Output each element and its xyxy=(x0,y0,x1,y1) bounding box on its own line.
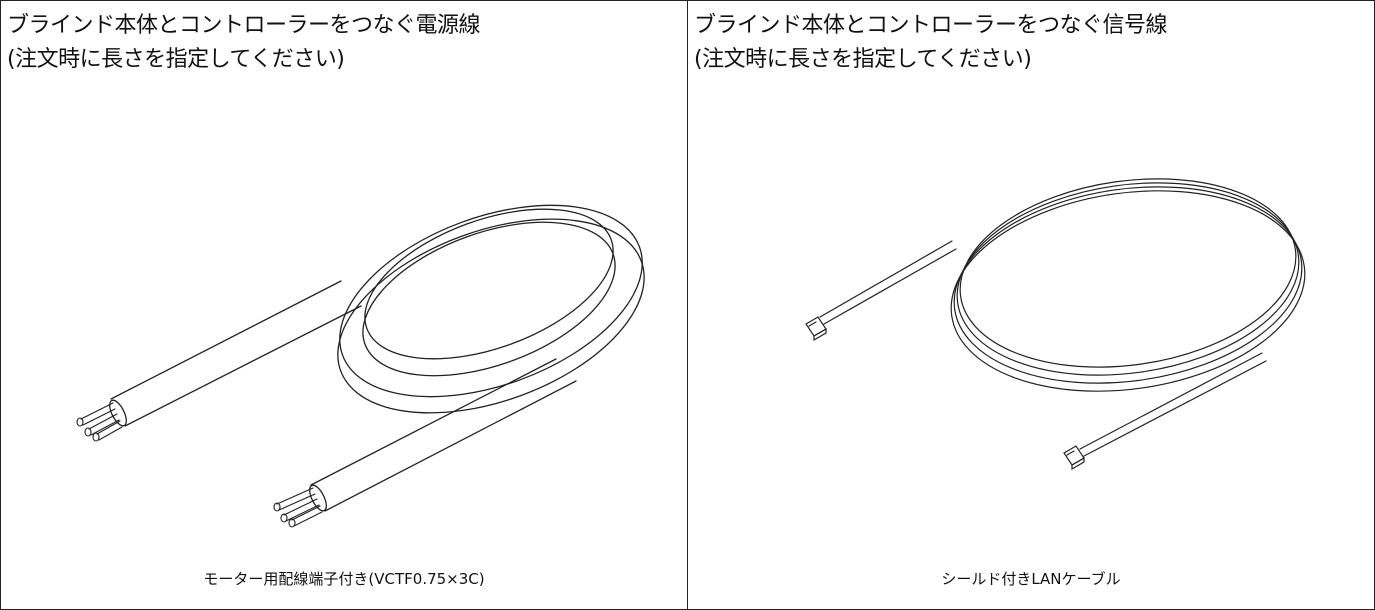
signal-cable-title-line1: ブラインド本体とコントローラーをつなぐ信号線 xyxy=(694,13,1168,38)
power-cable-panel: ブラインド本体とコントローラーをつなぐ電源線 (注文時に長さを指定してください) xyxy=(1,1,688,609)
power-cable-title-line1: ブラインド本体とコントローラーをつなぐ電源線 xyxy=(7,13,481,38)
signal-cable-title: ブラインド本体とコントローラーをつなぐ信号線 (注文時に長さを指定してください) xyxy=(694,9,1168,77)
signal-cable-panel: ブラインド本体とコントローラーをつなぐ信号線 (注文時に長さを指定してください) xyxy=(688,1,1374,609)
power-cable-title: ブラインド本体とコントローラーをつなぐ電源線 (注文時に長さを指定してください) xyxy=(7,9,481,77)
power-cable-caption: モーター用配線端子付き(VCTF0.75×3C) xyxy=(203,570,485,588)
power-cable-title-line2: (注文時に長さを指定してください) xyxy=(7,47,345,72)
power-cable-coil-icon xyxy=(76,204,645,528)
lan-cable-coil-icon xyxy=(805,178,1306,471)
signal-cable-caption: シールド付きLANケーブル xyxy=(941,570,1121,588)
signal-cable-title-line2: (注文時に長さを指定してください) xyxy=(694,47,1032,72)
